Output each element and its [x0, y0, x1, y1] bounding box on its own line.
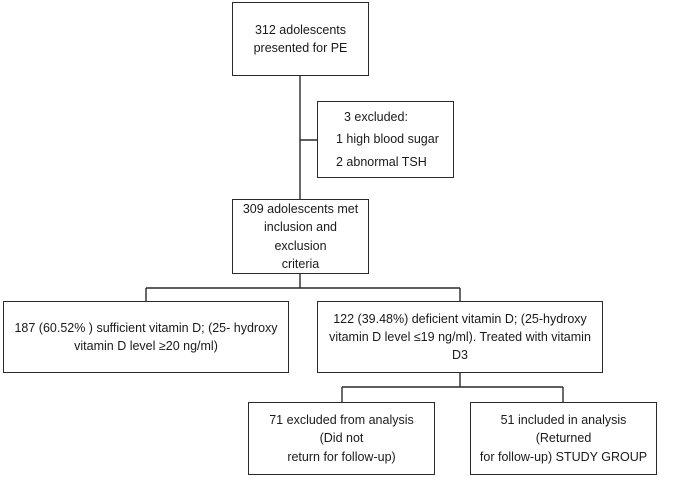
- box-text-line: vitamin D level ≤19 ng/ml). Treated with…: [329, 329, 591, 363]
- box-excluded: 3 excluded: 1 high blood sugar 2 abnorma…: [317, 101, 454, 178]
- excluded-title: 3 excluded:: [344, 110, 408, 125]
- box-text-line: 51 included in analysis (Returned: [500, 413, 627, 446]
- box-text-line: 187 (60.52% ) sufficient vitamin D; (25-…: [14, 320, 278, 335]
- box-text-line: for follow-up) STUDY GROUP: [479, 449, 648, 464]
- box-text-line: inclusion and exclusion: [264, 220, 337, 253]
- box-text-line: 309 adolescents met: [242, 202, 359, 217]
- box-text-line: 122 (39.48%) deficient vitamin D; (25-hy…: [333, 311, 587, 326]
- box-text-line: vitamin D level ≥20 ng/ml): [74, 339, 218, 353]
- box-text-line: 71 excluded from analysis (Did not: [269, 413, 414, 446]
- box-text-line: criteria: [281, 256, 320, 271]
- box-text-line: 312 adolescents: [254, 22, 347, 37]
- box-excluded-from-analysis: 71 excluded from analysis (Did not retur…: [248, 402, 435, 475]
- box-adolescents-presented: 312 adolescents presented for PE: [232, 2, 369, 76]
- excluded-reason: 2 abnormal TSH: [336, 154, 427, 169]
- box-deficient-vitamin-d: 122 (39.48%) deficient vitamin D; (25-hy…: [317, 301, 603, 373]
- excluded-reason: 1 high blood sugar: [336, 132, 439, 147]
- box-study-group: 51 included in analysis (Returned for fo…: [470, 402, 657, 475]
- box-met-criteria: 309 adolescents met inclusion and exclus…: [232, 199, 369, 274]
- box-sufficient-vitamin-d: 187 (60.52% ) sufficient vitamin D; (25-…: [3, 301, 289, 373]
- box-text-line: presented for PE: [253, 41, 348, 55]
- box-text-line: return for follow-up): [287, 449, 396, 464]
